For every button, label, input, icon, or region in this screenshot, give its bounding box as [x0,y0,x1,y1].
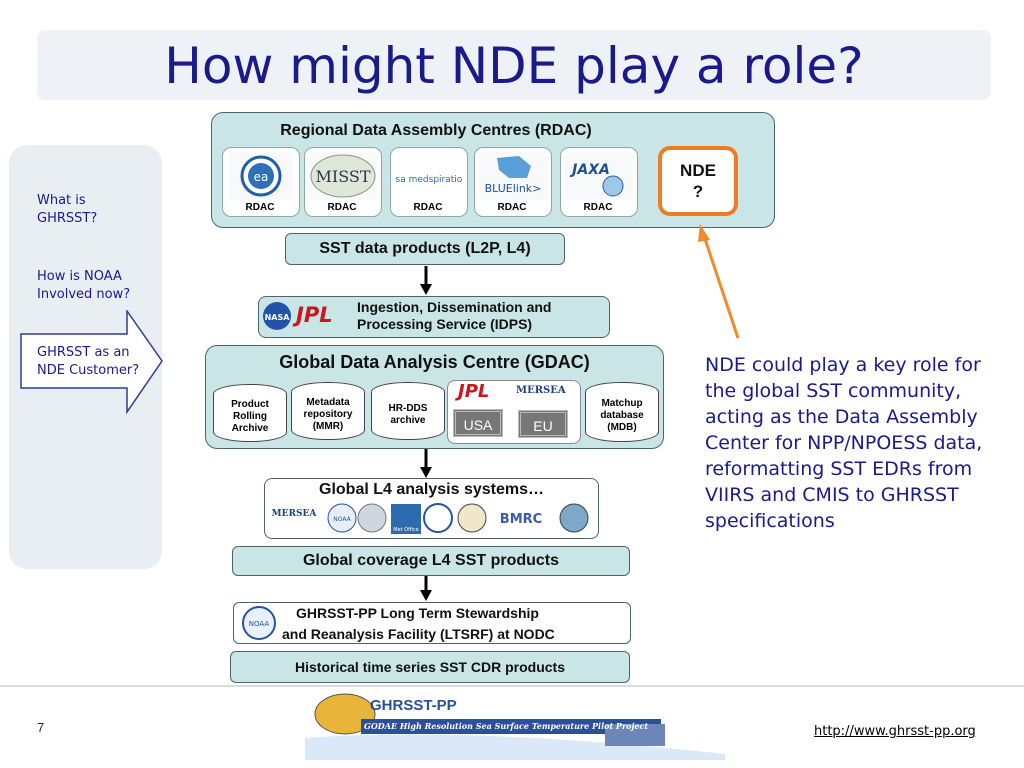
medspiration-logo-icon: esa medspiration [395,152,463,200]
footer-logo-subtitle: GODAE High Resolution Sea Surface Temper… [364,721,649,731]
svg-text:ea: ea [254,170,269,184]
nasa-logo-icon: NASA [262,301,292,331]
title-band [37,30,991,100]
historical-box: Historical time series SST CDR products [230,651,630,683]
svg-text:NOAA: NOAA [249,620,270,628]
rdac-label-2: RDAC [327,202,357,213]
eu-node: EU [518,410,568,438]
svg-text:esa medspiration: esa medspiration [395,175,463,185]
svg-text:MERSEA: MERSEA [272,509,318,519]
rdac-card-medspiration: esa medspiration [390,147,468,217]
archive-matchup-database: Matchup database (MDB) [585,382,659,442]
gdac-jpl-logo: JPL [458,381,490,402]
svg-text:MISST: MISST [315,167,370,186]
page-title: How might NDE play a role? [164,37,864,95]
rdac-card-bluelink: BLUElink> [474,147,552,217]
l4-coverage-box: Global coverage L4 SST products [232,546,630,576]
noaa-logo-icon: NOAA [242,606,276,640]
svg-text:JAXA: JAXA [569,162,610,178]
idps-box [258,296,610,338]
sst-products-box: SST data products (L2P, L4) [285,233,565,265]
ghrsst-footer-logo [305,690,725,760]
archive-hr-dds: HR-DDS archive [371,382,445,440]
sidebar-item-nde-customer[interactable]: GHRSST as an NDE Customer? [37,345,140,378]
rdac-label-5: RDAC [583,202,613,213]
rdac-label-1: RDAC [245,202,275,213]
l4-logo-strip: MERSEA NOAA Met Office BMRC [268,500,594,536]
archive-metadata-repository: Metadata repository (MMR) [291,382,365,440]
archive-product-rolling: Product Rolling Archive [213,384,287,442]
l4-title: Global L4 analysis systems… [319,481,544,498]
down-arrow-3 [420,574,432,601]
footer-logo-title: GHRSST-PP [370,697,457,714]
svg-text:NOAA: NOAA [333,516,351,523]
ltsrf-line-1: GHRSST-PP Long Term Stewardship [296,605,539,621]
footer-url-link[interactable]: http://www.ghrsst-pp.org [814,724,976,739]
svg-text:BMRC: BMRC [500,512,542,527]
misst-logo-icon: MISST [309,152,377,200]
gdac-title: Global Data Analysis Centre (GDAC) [279,352,590,372]
nde-label: NDE ? [680,161,716,201]
idps-label: Ingestion, Dissemination and Processing … [357,299,552,332]
svg-text:Met Office: Met Office [393,527,419,533]
ltsrf-box [233,602,631,644]
sidebar-arrow-shape [20,310,163,414]
page-number: 7 [37,720,45,735]
rdac-title: Regional Data Assembly Centres (RDAC) [280,122,592,139]
rdac-card-misst: MISST [304,147,382,217]
jaxa-logo-icon: JAXA [565,152,633,200]
down-arrow-2 [420,449,432,478]
ea-logo-icon: ea [229,152,293,200]
svg-text:NASA: NASA [265,313,291,322]
rdac-card-jaxa: JAXA [560,147,638,217]
nde-box: NDE ? [658,146,738,216]
rdac-label-4: RDAC [497,202,527,213]
sidebar-item-what-is-ghrsst[interactable]: What is GHRSST? [37,193,98,226]
bluelink-logo-icon: BLUElink> [479,152,547,200]
footer-divider [0,685,1024,687]
down-arrow-1 [420,266,432,295]
nde-arrow [698,224,740,339]
sidebar-item-noaa-involved[interactable]: How is NOAA Involved now? [37,269,131,302]
callout-text: NDE could play a key role for the global… [705,354,983,532]
ltsrf-line-2: and Reanalysis Facility (LTSRF) at NODC [282,626,555,642]
usa-node: USA [453,409,503,437]
rdac-label-3: RDAC [413,202,443,213]
gdac-mersea-logo: MERSEA [516,385,566,396]
jpl-logo: JPL [296,303,333,327]
svg-text:BLUElink>: BLUElink> [485,182,542,195]
rdac-card-ea: ea [222,147,300,217]
